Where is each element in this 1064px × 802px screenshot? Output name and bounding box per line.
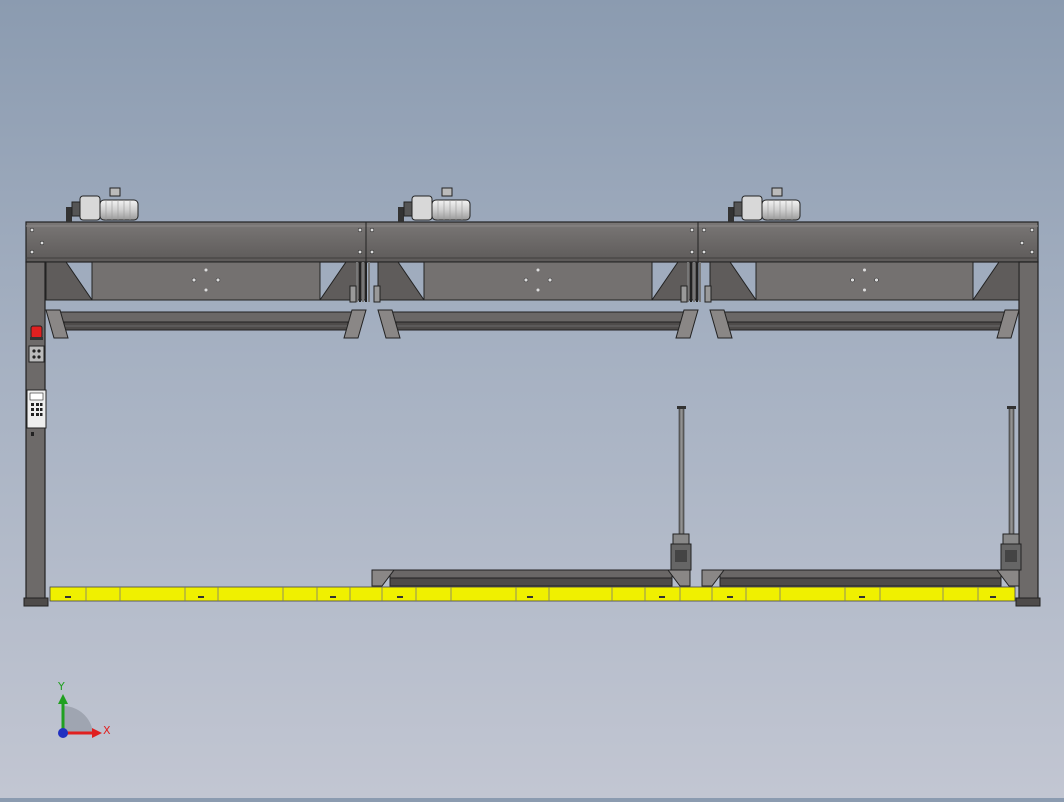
top-beam: [25, 221, 1039, 263]
z-axis-dot: [58, 728, 68, 738]
y-axis-label: Y: [57, 680, 65, 693]
upper-bay: [377, 261, 699, 339]
axis-triad: Y X: [57, 680, 111, 738]
left-column: [23, 261, 49, 607]
upper-bay: [45, 261, 367, 339]
joint-clamp: [349, 262, 381, 303]
x-axis-label: X: [103, 724, 111, 737]
drive-motor: [398, 187, 471, 222]
yellow-guard-strip: [49, 586, 1016, 602]
lower-carriage: [371, 569, 691, 587]
signal-lamp: [30, 325, 43, 340]
lower-carriage: [701, 569, 1020, 587]
control-panel: [26, 389, 47, 436]
drive-motor: [66, 187, 139, 222]
lifting-column: [1000, 406, 1022, 571]
joint-clamp: [680, 262, 712, 303]
right-column: [1015, 261, 1041, 607]
lifting-column: [670, 406, 692, 571]
button-panel: [28, 345, 45, 363]
drive-motor: [728, 187, 801, 222]
upper-bay: [709, 261, 1020, 339]
